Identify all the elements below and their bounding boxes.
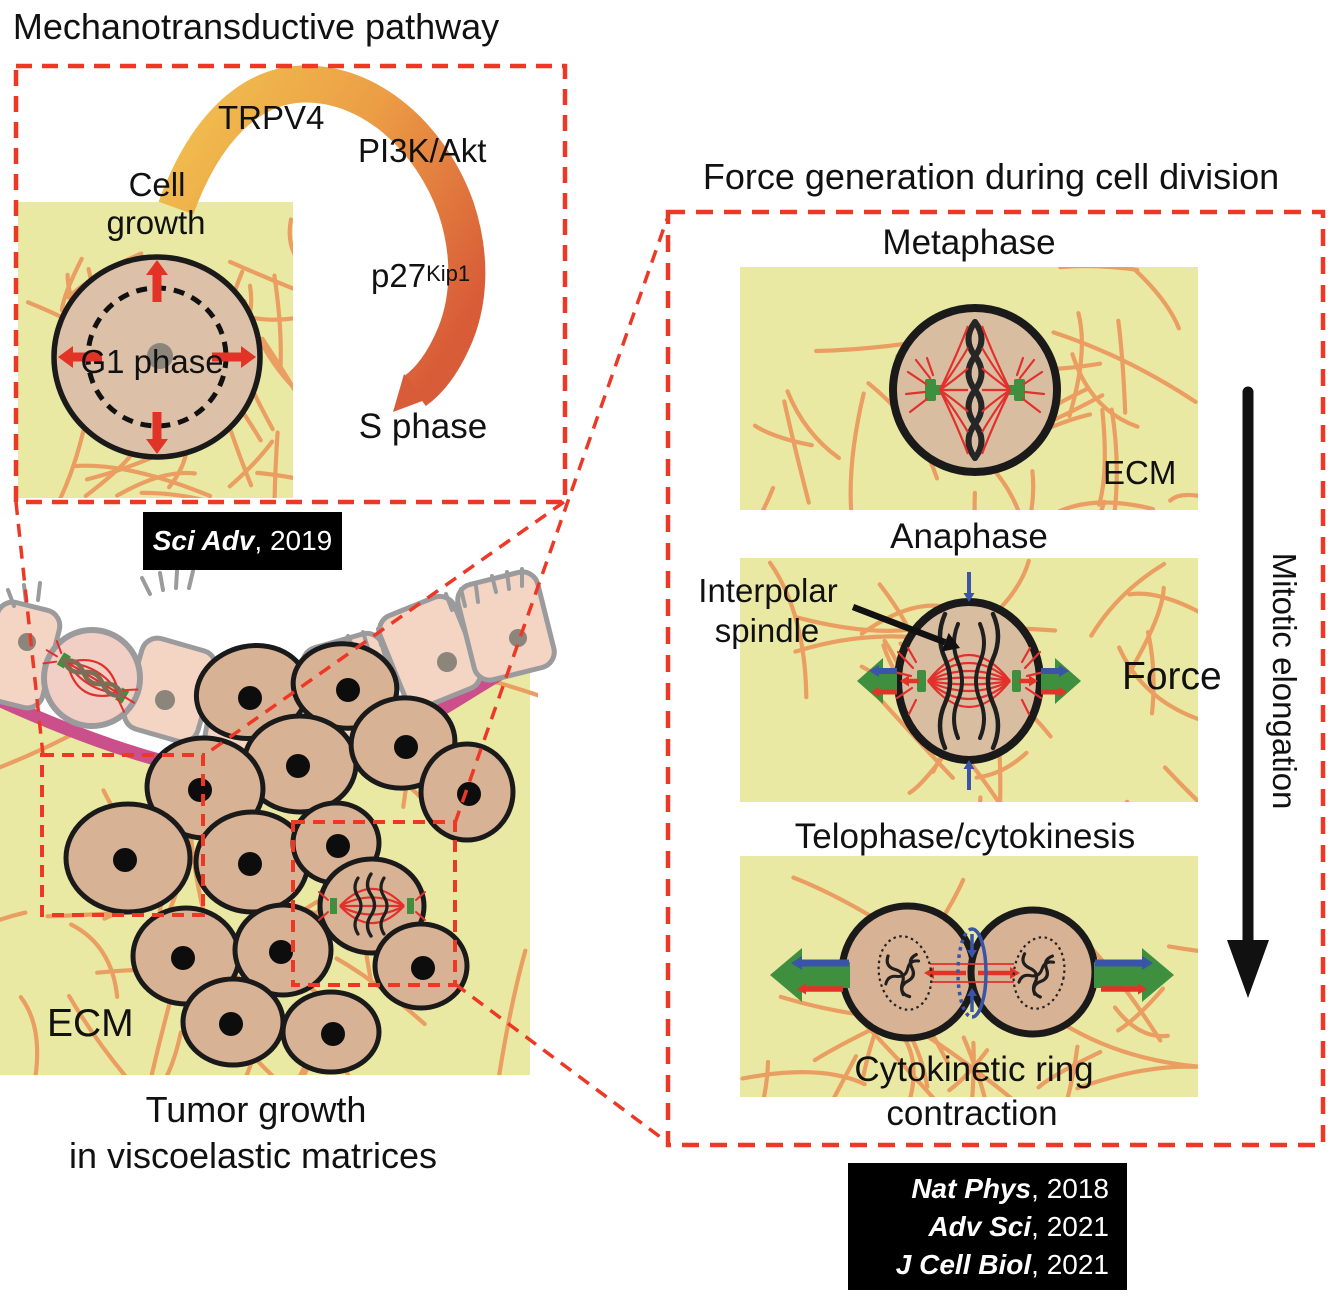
compression-arrow-bottom (963, 760, 975, 790)
citation-row: J Cell Biol, 2021 (896, 1246, 1109, 1284)
ring-arrow-bottom (967, 988, 977, 1012)
p27-label: p27Kip1 (371, 257, 470, 295)
citation-year: , 2021 (1031, 1210, 1109, 1242)
interpolar-label-line2: spindle (714, 612, 820, 649)
tumor-nucleus (188, 778, 212, 802)
tumor-nucleus (171, 946, 195, 970)
citation-row: Adv Sci, 2021 (928, 1208, 1109, 1246)
metaphase-cell (889, 304, 1061, 476)
g1-phase-label: G1 phase (80, 343, 224, 380)
cell-division-section (665, 209, 1326, 1148)
zoom-square-right (291, 820, 457, 987)
tumor-nucleus (238, 686, 262, 710)
epithelial-nucleus (437, 652, 457, 672)
ring-arrow-top (967, 934, 977, 958)
citation-journal: J Cell Biol (895, 1248, 1032, 1280)
citation-year: , 2019 (254, 525, 333, 556)
tumor-nucleus (457, 782, 481, 806)
epithelial-nucleus (155, 690, 175, 710)
cytokinetic-ring (956, 927, 988, 1019)
zoom-connector-lines (14, 218, 669, 1144)
epithelial-nucleus (509, 629, 527, 647)
tumor-nucleus (321, 1022, 345, 1046)
citation-year: , 2018 (1031, 1172, 1109, 1204)
mitotic-elongation-axis-label: Mitotic elongation (1265, 552, 1303, 810)
force-label: Force (1122, 655, 1222, 698)
epithelial-spindle (42, 640, 139, 713)
telophase-nucleus-right (1012, 936, 1066, 1010)
p27-superscript: Kip1 (426, 261, 471, 286)
interpolar-annotation-arrow (851, 603, 960, 652)
cytokinetic-caption-line1: Cytokinetic ring (854, 1050, 1094, 1089)
tumor-nucleus (269, 940, 293, 964)
telophase-label: Telophase/cytokinesis (794, 817, 1136, 856)
inset-dashed-box (13, 63, 568, 505)
right-dashed-box (665, 209, 1326, 1148)
cell-growth-line1: Cell (128, 166, 186, 203)
tumor-nucleus (411, 956, 435, 980)
tumor-nucleus (394, 735, 418, 759)
s-phase-label: S phase (358, 407, 488, 446)
tumor-nucleus (286, 754, 310, 778)
citation-badge-multi: Nat Phys, 2018 Adv Sci, 2021 J Cell Biol… (848, 1163, 1127, 1290)
tumor-nucleus (238, 852, 262, 876)
compression-arrow-top (963, 572, 975, 602)
p27-base: p27 (371, 257, 427, 294)
cytokinetic-caption-line2: contraction (886, 1094, 1058, 1133)
tumor-scene (0, 545, 557, 1075)
telophase-cells (770, 902, 1174, 1042)
interpolar-label-line1: Interpolar (698, 572, 838, 609)
tumor-caption-line1: Tumor growth (145, 1089, 367, 1130)
anaphase-label: Anaphase (890, 517, 1048, 556)
zoom-square-left (40, 753, 205, 917)
outward-force-arrow-green (857, 658, 897, 704)
tumor-cell-cluster (63, 641, 516, 1075)
telophase-nucleus-left (877, 935, 933, 1011)
tumor-mitotic-spindle (318, 872, 426, 938)
pi3k-akt-label: PI3K/Akt (358, 132, 487, 169)
citation-journal: Nat Phys (911, 1172, 1032, 1204)
ecm-label-right: ECM (1103, 454, 1177, 491)
citation-journal: Sci Adv (152, 525, 255, 556)
epithelial-nucleus (18, 633, 36, 651)
tumor-nucleus (113, 848, 137, 872)
tumor-caption-line2: in viscoelastic matrices (68, 1135, 438, 1176)
citation-badge-sciadv: Sci Adv, 2019 (143, 512, 342, 570)
cell-growth-line2: growth (106, 204, 206, 241)
g1-cell (51, 254, 263, 460)
left-section-title: Mechanotransductive pathway (12, 6, 500, 47)
tumor-nucleus (219, 1012, 243, 1036)
metaphase-label: Metaphase (882, 223, 1056, 262)
midzone-arrow-right (978, 967, 1020, 979)
citation-year: , 2021 (1031, 1248, 1109, 1280)
right-section-title: Force generation during cell division (702, 156, 1280, 197)
pathway-arc-arrow (158, 65, 486, 412)
mechanotransduction-inset (13, 63, 568, 505)
ecm-label-left: ECM (47, 1002, 134, 1045)
citation-journal: Adv Sci (928, 1210, 1032, 1242)
growth-arrows (58, 260, 256, 454)
tumor-nucleus (326, 834, 350, 858)
outward-force-arrow-green (1041, 658, 1081, 704)
citation-row: Nat Phys, 2018 (911, 1170, 1109, 1208)
tumor-nucleus (336, 678, 360, 702)
mitotic-elongation-arrow (1227, 386, 1269, 998)
trpv4-label: TRPV4 (218, 99, 325, 136)
